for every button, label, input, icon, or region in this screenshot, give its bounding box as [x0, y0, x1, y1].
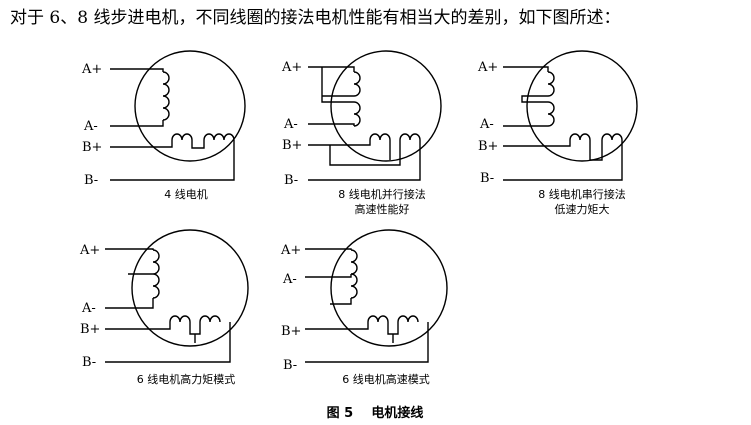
terminal-b-minus-label: B- — [283, 358, 297, 373]
terminal-a-minus-label: A- — [83, 119, 98, 134]
terminal-b-minus-label: B- — [82, 355, 96, 370]
coil-b — [367, 315, 419, 323]
terminal-b-minus-label: B- — [284, 173, 298, 188]
diagram-6-wire-high-torque: A+ A- B+ B- 6 线电机高力矩模式 — [79, 229, 249, 386]
coil-a — [350, 249, 358, 299]
terminal-b-plus-label: B+ — [80, 322, 100, 337]
coil-b — [171, 133, 235, 141]
diagram-4-wire: A+ A- B+ B- 4 线电机 — [81, 50, 246, 201]
terminal-a-minus-label: A- — [282, 272, 297, 287]
terminal-a-plus-label: A+ — [79, 243, 100, 258]
caption-line-1: 4 线电机 — [164, 187, 208, 201]
caption-line-1: 8 线电机串行接法 — [538, 187, 626, 201]
caption-line-1: 6 线电机高力矩模式 — [137, 372, 236, 386]
coil-a — [162, 71, 170, 121]
terminal-b-minus-label: B- — [84, 173, 98, 188]
diagram-8-wire-series: A+ A- B+ B- 8 线电机串行接法 低速力矩大 — [477, 50, 638, 216]
terminal-a-minus-label: A- — [283, 117, 298, 132]
motor-body — [526, 50, 638, 162]
coil-a — [353, 71, 361, 127]
caption-line-2: 高速性能好 — [355, 202, 410, 216]
coil-b — [169, 315, 221, 323]
caption-line-1: 6 线电机高速模式 — [342, 372, 430, 386]
motor-body — [131, 229, 249, 347]
terminal-a-plus-label: A+ — [81, 62, 102, 77]
coil-b — [369, 133, 421, 141]
terminal-b-minus-label: B- — [480, 171, 494, 186]
terminal-a-minus-label: A- — [479, 117, 494, 132]
intro-text: 对于 6、8 线步进电机，不同线圈的接法电机性能有相当大的差别，如下图所述： — [10, 8, 621, 28]
motor-body — [330, 229, 448, 347]
diagram-8-wire-parallel: A+ A- B+ B- 8 线电机并行接法 高速性能好 — [281, 50, 442, 216]
figure-caption: 图 5 电机接线 — [327, 405, 424, 421]
caption-line-2: 低速力矩大 — [555, 202, 610, 216]
coil-a — [152, 249, 160, 299]
terminal-a-plus-label: A+ — [280, 243, 301, 258]
coil-b — [569, 133, 623, 141]
terminal-a-plus-label: A+ — [477, 60, 498, 75]
terminal-b-plus-label: B+ — [478, 139, 498, 154]
motor-body — [330, 50, 442, 162]
terminal-b-plus-label: B+ — [282, 138, 302, 153]
terminal-b-plus-label: B+ — [82, 140, 102, 155]
terminal-a-minus-label: A- — [81, 301, 96, 316]
terminal-a-plus-label: A+ — [281, 60, 302, 75]
coil-a — [547, 71, 555, 127]
caption-line-1: 8 线电机并行接法 — [338, 187, 426, 201]
diagram-6-wire-high-speed: A+ A- B+ B- 6 线电机高速模式 — [280, 229, 448, 386]
terminal-b-plus-label: B+ — [281, 324, 301, 339]
motor-body — [134, 50, 246, 162]
